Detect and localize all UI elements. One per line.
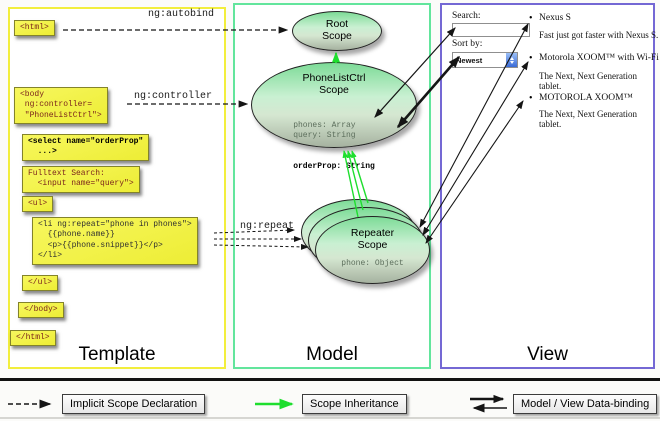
legend-implicit-scope: Implicit Scope Declaration — [62, 394, 206, 414]
phone-item-title: Nexus S — [539, 13, 571, 23]
phonelistctrl-orderprop: orderProp: String — [293, 162, 375, 172]
bullet-icon: • — [529, 13, 533, 24]
code-select: <select name="orderProp" ...> — [22, 134, 150, 161]
code-body-close: </body> — [18, 302, 64, 319]
code-body-open: <body ng:controller= "PhoneListCtrl"> — [14, 87, 108, 125]
ng-autobind-label: ng:autobind — [148, 9, 215, 20]
repeater-scope-prop: phone: Object — [341, 258, 404, 268]
phone-item-desc: The Next, Next Generation tablet. — [539, 71, 637, 91]
code-li-repeat: <li ng:repeat="phone in phones"> {{phone… — [32, 217, 198, 265]
sort-dropdown[interactable]: Newest — [452, 52, 518, 68]
code-ul-open: <ul> — [22, 196, 54, 213]
repeater-scope-title: Repeater Scope — [350, 227, 395, 252]
repeater-scope-ellipse-front: Repeater Scope phone: Object — [315, 216, 430, 284]
code-html-open: <html> — [14, 20, 55, 37]
ng-controller-label: ng:controller — [134, 91, 213, 102]
model-column-label: Model — [306, 344, 358, 365]
bullet-icon: • — [529, 93, 533, 104]
code-fulltext-search: Fulltext Search: <input name="query"> — [22, 166, 140, 193]
legend-scope-inheritance: Scope Inheritance — [302, 394, 407, 414]
template-column-label: Template — [78, 344, 156, 365]
phonelistctrl-props-gray: phones: Array query: String — [293, 120, 356, 140]
legend-separator — [0, 378, 660, 381]
root-scope-ellipse: Root Scope — [292, 11, 382, 51]
root-scope-title: Root Scope — [322, 18, 352, 43]
dropdown-stepper-icon — [506, 53, 517, 67]
search-label: Search: — [452, 11, 481, 21]
phone-item-title: Motorola XOOM™ with Wi-Fi — [539, 53, 659, 63]
phone-item-title: MOTOROLA XOOM™ — [539, 93, 633, 103]
bullet-icon: • — [529, 53, 533, 64]
search-input[interactable] — [452, 23, 530, 37]
phone-item-desc: Fast just got faster with Nexus S. — [539, 30, 659, 40]
legend-data-binding: Model / View Data-binding — [513, 394, 658, 414]
view-column-label: View — [527, 344, 568, 365]
sort-by-label: Sort by: — [452, 39, 483, 49]
sort-dropdown-value: Newest — [456, 55, 483, 65]
bottom-edge-line — [0, 417, 660, 419]
phonelistctrl-scope-props: phones: Array query: String orderProp: S… — [293, 100, 375, 194]
phonelistctrl-scope-ellipse: PhoneListCtrl Scope phones: Array query:… — [251, 62, 417, 171]
phone-item-desc: The Next, Next Generation tablet. — [539, 109, 637, 129]
code-html-close: </html> — [10, 330, 56, 347]
ng-repeat-label: ng:repeat — [240, 221, 295, 232]
phonelistctrl-scope-title: PhoneListCtrl Scope — [302, 72, 366, 97]
code-ul-close: </ul> — [22, 275, 59, 292]
